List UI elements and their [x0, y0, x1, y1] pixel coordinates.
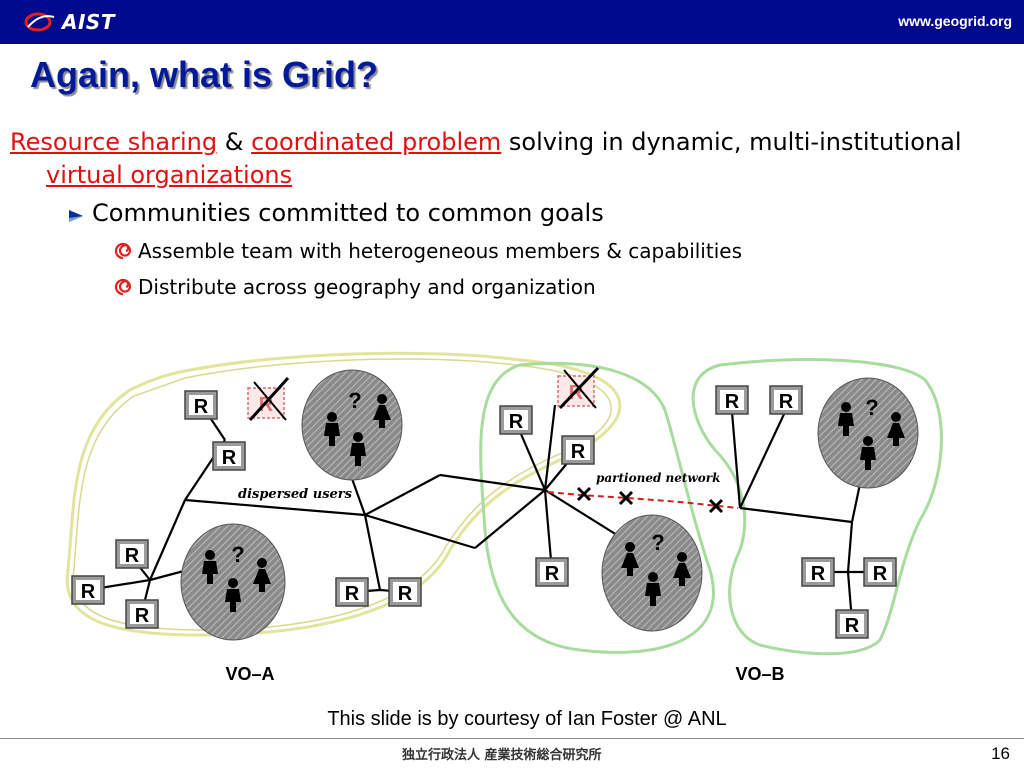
triangle-bullet-icon	[69, 210, 83, 222]
user-group: ?	[601, 514, 703, 632]
svg-text:R: R	[81, 581, 96, 603]
resource-sharing-link[interactable]: Resource sharing	[10, 128, 218, 156]
svg-text:?: ?	[348, 388, 361, 413]
resource-box: R	[835, 609, 869, 639]
bullet-level3-item: Assemble team with heterogeneous members…	[10, 238, 1010, 264]
spiral-bullet-icon	[114, 242, 132, 260]
resource-box: R	[535, 557, 569, 587]
svg-text:R: R	[194, 396, 209, 418]
aist-swoosh-icon	[24, 12, 55, 32]
vo-b-label: VO–B	[735, 664, 784, 684]
resource-box: R	[863, 557, 897, 587]
failed-resource: R	[557, 366, 600, 410]
svg-text:R: R	[779, 391, 794, 413]
page-number: 16	[991, 744, 1010, 763]
coordinated-problem-link[interactable]: coordinated problem	[251, 128, 502, 156]
vo-b-outline-center	[479, 361, 715, 654]
svg-text:R: R	[545, 563, 560, 585]
svg-text:?: ?	[231, 542, 244, 567]
vo-b-outline-right	[691, 358, 943, 656]
ampersand-text: &	[224, 128, 244, 156]
header-bar	[0, 0, 1024, 44]
bullet-level2: Communities committed to common goals	[10, 198, 1010, 228]
resource-box: R	[561, 435, 595, 465]
svg-text:R: R	[135, 605, 150, 627]
svg-text:R: R	[222, 447, 237, 469]
svg-text:R: R	[873, 563, 888, 585]
svg-text:R: R	[725, 391, 740, 413]
svg-text:R: R	[125, 545, 140, 567]
vo-a-outline	[65, 351, 622, 637]
user-group: ?	[180, 523, 286, 641]
failed-resource: R	[247, 376, 290, 422]
user-group: ?	[817, 377, 919, 489]
resource-box: R	[115, 539, 149, 569]
resource-box: R	[801, 557, 835, 587]
courtesy-caption: This slide is by courtesy of Ian Foster …	[327, 708, 727, 730]
resource-box: R	[71, 575, 105, 605]
bullet3-text-1: Assemble team with heterogeneous members…	[138, 239, 742, 263]
svg-text:R: R	[509, 411, 524, 433]
svg-text:?: ?	[651, 530, 664, 555]
institute-name: 独立行政法人 産業技術総合研究所	[402, 748, 602, 763]
site-url[interactable]: www.geogrid.org	[898, 13, 1012, 29]
bullet-level3-item: Distribute across geography and organiza…	[10, 274, 1010, 300]
resource-box: R	[499, 405, 533, 435]
resource-box: R	[335, 577, 369, 607]
resource-box: R	[125, 599, 159, 629]
footer-divider	[0, 738, 1024, 739]
logo-text: AIST	[62, 10, 115, 34]
bullet2-text: Communities committed to common goals	[92, 199, 604, 227]
resource-box: R	[388, 577, 422, 607]
bullet3-text-2: Distribute across geography and organiza…	[138, 275, 596, 299]
dispersed-users-label: dispersed users	[238, 487, 353, 502]
break-markers	[576, 486, 724, 514]
page-title: Again, what is Grid?	[30, 54, 379, 95]
resource-box: R	[184, 390, 218, 420]
svg-text:R: R	[345, 583, 360, 605]
svg-text:R: R	[571, 441, 586, 463]
partioned-network-label: partioned network	[596, 471, 720, 485]
virtual-organizations-link[interactable]: virtual organizations	[46, 161, 293, 189]
spiral-bullet-icon	[114, 278, 132, 296]
bullet1-middle-text: solving in dynamic, multi-institutional	[508, 128, 962, 156]
partitioned-link	[547, 491, 739, 509]
vo-grid-diagram: R R R R R R R R R R R R	[65, 351, 943, 684]
bullet-list: Resource sharing & coordinated problem s…	[10, 126, 1010, 300]
resource-box: R	[212, 441, 246, 471]
resource-box: R	[769, 385, 803, 415]
svg-text:R: R	[811, 563, 826, 585]
resource-box: R	[715, 385, 749, 415]
vo-a-label: VO–A	[225, 664, 274, 684]
aist-logo: AIST	[24, 8, 115, 36]
svg-text:R: R	[398, 583, 413, 605]
svg-text:?: ?	[865, 395, 878, 420]
user-group: ?	[301, 369, 403, 481]
svg-text:R: R	[845, 615, 860, 637]
bullet-level1: Resource sharing & coordinated problem s…	[10, 126, 1010, 192]
